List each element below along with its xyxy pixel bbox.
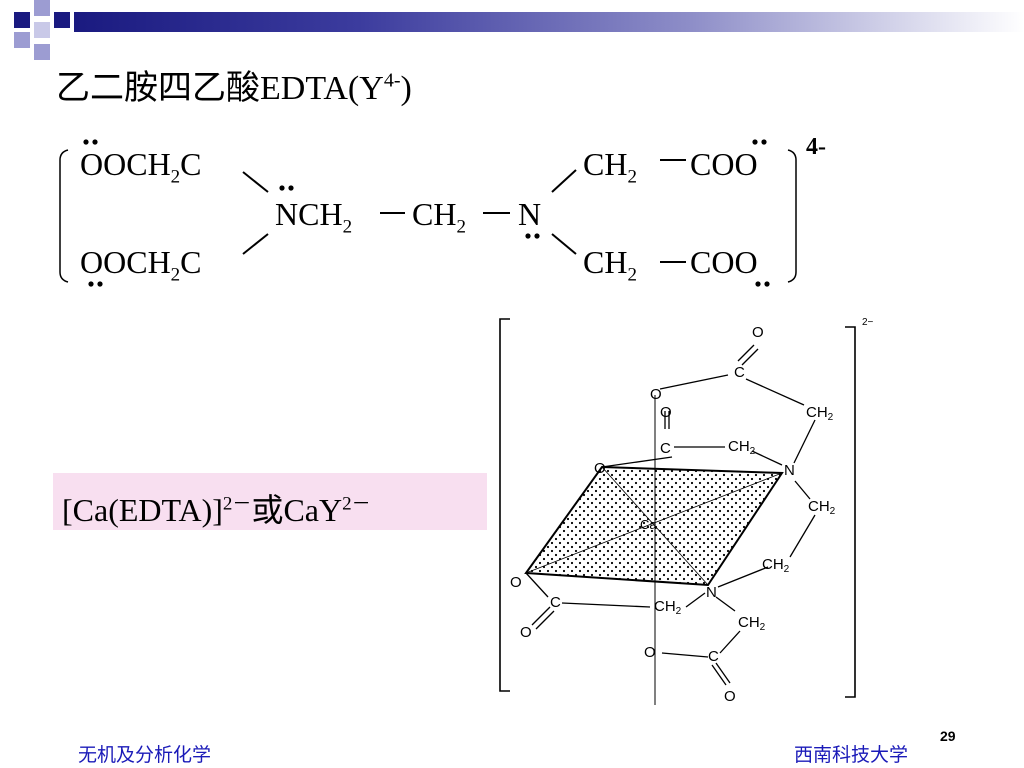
diagram-atom: O — [594, 460, 606, 477]
diagram-atom: C — [660, 440, 671, 457]
diagram-atom-ca: Ca — [640, 517, 657, 532]
page-number: 29 — [940, 728, 956, 744]
diagram-group: CH2 — [738, 614, 766, 633]
decorative-square — [14, 12, 30, 28]
group-bottom-left: OOCH2C — [80, 244, 202, 286]
slide-title: 乙二胺四乙酸EDTA(Y4-) — [56, 60, 412, 109]
footer-course-name: 无机及分析化学 — [78, 744, 212, 766]
diagram-atom: O — [752, 324, 764, 341]
group-top-right-coo: COO — [690, 146, 758, 182]
group-top-left: OOCH2C — [80, 146, 202, 188]
header-gradient-bar — [74, 12, 1024, 32]
diagram-atom: O — [510, 574, 522, 591]
title-text: 乙二胺四乙酸EDTA(Y — [56, 70, 384, 107]
title-charge: 4- — [383, 69, 401, 92]
diagram-atom: O — [644, 644, 656, 661]
decorative-square — [54, 12, 70, 28]
diagram-atom: O — [660, 404, 672, 421]
footer-university: 西南科技大学 — [794, 744, 909, 766]
complex-label-box — [53, 473, 487, 530]
diagram-atom: N — [706, 584, 717, 601]
group-bottom-right-coo: COO — [690, 244, 758, 280]
diagram-group: CH2 — [728, 438, 756, 457]
decorative-square — [34, 22, 50, 38]
diagram-atom: O — [520, 624, 532, 641]
diagram-charge: 2− — [862, 317, 874, 328]
diagram-atom: C — [734, 364, 745, 381]
structure-charge: 4- — [806, 134, 826, 160]
diagram-atom: C — [708, 648, 719, 665]
title-close-paren: ) — [400, 70, 412, 107]
group-center-ch2: CH2 — [412, 196, 466, 238]
diagram-atom: C — [550, 594, 561, 611]
diagram-group: CH2 — [762, 556, 790, 575]
lone-pair-dots — [83, 139, 770, 287]
diagram-group: CH2 — [806, 404, 834, 423]
group-top-right-ch2: CH2 — [583, 146, 637, 188]
decorative-square — [34, 44, 50, 60]
complex-label: [Ca(EDTA)]2－或CaY2－ — [62, 492, 371, 528]
decorative-square — [34, 0, 50, 16]
group-nitrogen: N — [518, 196, 542, 232]
diagram-atom: O — [724, 688, 736, 705]
ca-edta-complex-diagram: 2− O C O O C CH2 CH2 O N CH2 Ca — [499, 317, 874, 705]
diagram-group: CH2 — [808, 498, 836, 517]
group-center-nch2: NCH2 — [275, 196, 353, 238]
diagram-group: CH2 — [654, 598, 682, 617]
diagram-atom: O — [650, 386, 662, 403]
diagram-atom: N — [784, 462, 795, 479]
decorative-square — [14, 32, 30, 48]
edta-structure-lines — [59, 139, 797, 287]
group-bottom-right-ch2: CH2 — [583, 244, 637, 286]
